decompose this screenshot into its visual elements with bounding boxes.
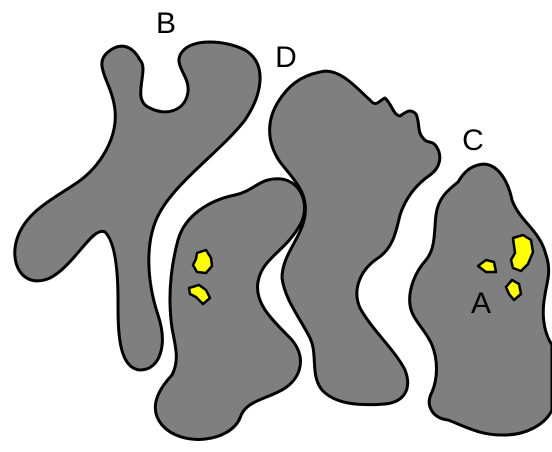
label-b: B bbox=[156, 7, 176, 40]
label-d: D bbox=[275, 41, 297, 74]
label-c: C bbox=[462, 124, 484, 157]
highlight-spot-left-1 bbox=[193, 250, 212, 273]
shape-left-lower bbox=[155, 179, 304, 440]
label-a: A bbox=[471, 287, 491, 320]
